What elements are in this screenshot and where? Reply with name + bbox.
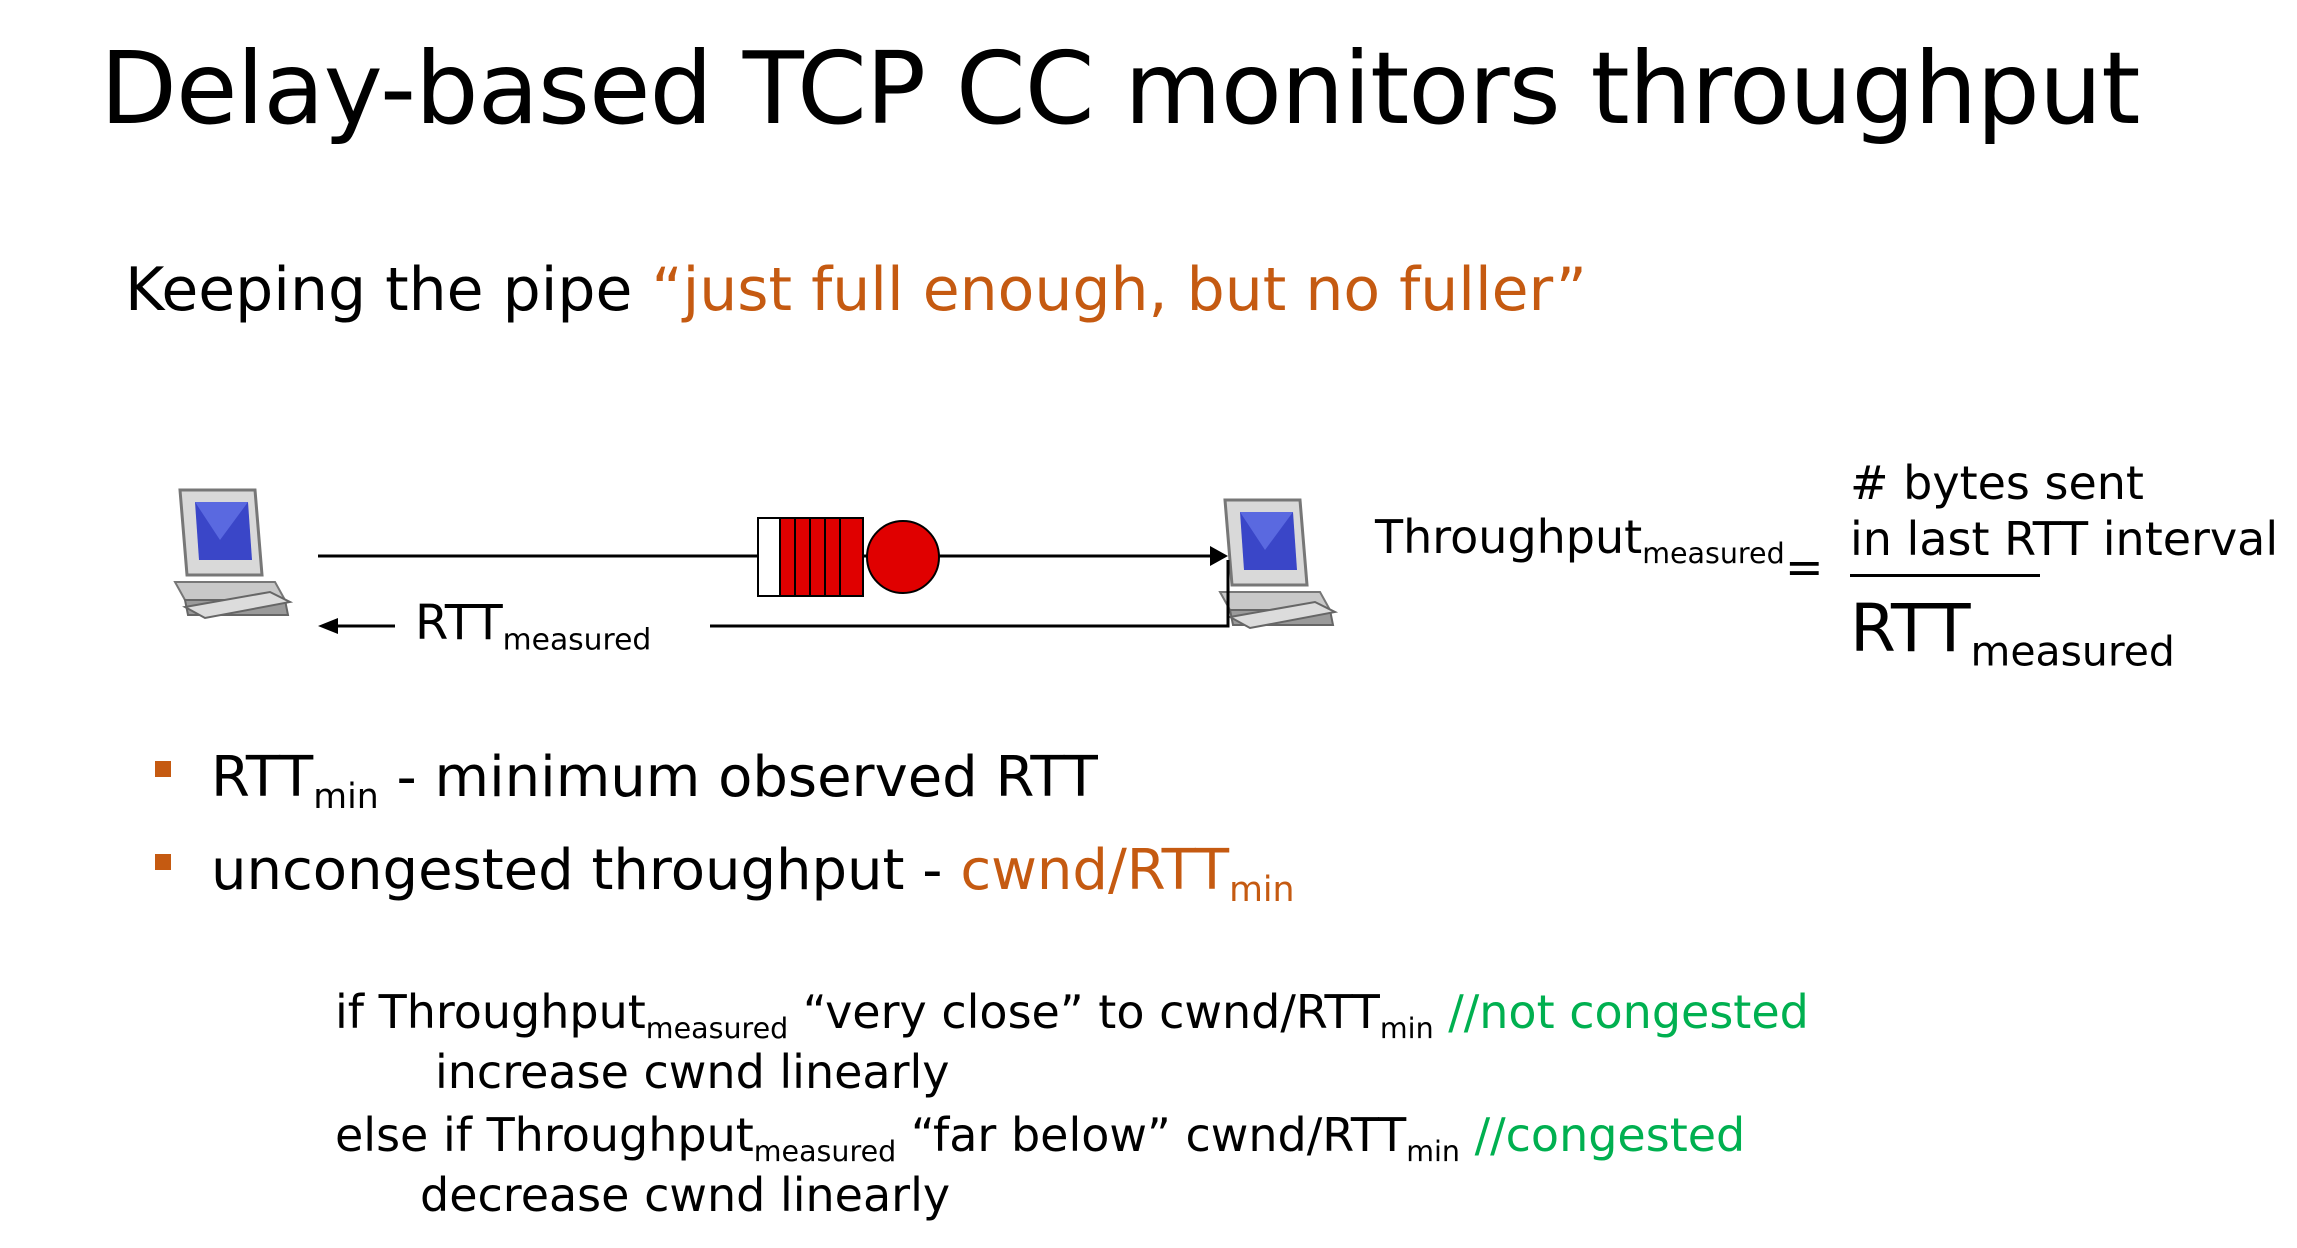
code-l3-sub: measured bbox=[753, 1134, 897, 1168]
bullet-marker bbox=[155, 853, 171, 870]
denominator-sub: measured bbox=[1970, 627, 2175, 676]
bullet1-base: RTT bbox=[211, 745, 314, 810]
throughput-base: Throughput bbox=[1375, 510, 1643, 564]
code-l3-sub2: min bbox=[1406, 1134, 1461, 1168]
pseudocode-line-4: decrease cwnd linearly bbox=[420, 1168, 951, 1222]
fraction-bar bbox=[1850, 574, 2040, 577]
bullet-rtt-min: RTTmin - minimum observed RTT bbox=[155, 745, 1098, 815]
code-l1-sub2: min bbox=[1379, 1011, 1434, 1045]
pseudocode-line-2: increase cwnd linearly bbox=[435, 1045, 950, 1099]
rtt-base: RTT bbox=[415, 595, 503, 651]
slide-subtitle: Keeping the pipe “just full enough, but … bbox=[125, 255, 1587, 325]
bullet1-sub: min bbox=[313, 777, 379, 818]
bullet-uncongested-throughput: uncongested throughput - cwnd/RTTmin bbox=[155, 838, 1295, 908]
equals-sign: = bbox=[1785, 540, 1824, 594]
code-l1-sub: measured bbox=[645, 1011, 789, 1045]
subtitle-quote: “just full enough, but no fuller” bbox=[651, 255, 1587, 325]
bullet2-text: uncongested throughput - bbox=[211, 838, 961, 903]
numerator-line1: # bytes sent bbox=[1850, 456, 2144, 510]
rtt-measured-label: RTTmeasured bbox=[415, 595, 651, 655]
slide-title: Delay-based TCP CC monitors throughput bbox=[100, 30, 2140, 147]
subtitle-prefix: Keeping the pipe bbox=[125, 255, 652, 325]
bullet-marker bbox=[155, 760, 171, 777]
forward-arrowhead bbox=[1210, 546, 1228, 566]
numerator-line2: in last RTT interval bbox=[1850, 512, 2279, 566]
code-l1-comment: //not congested bbox=[1448, 985, 1809, 1039]
return-path-line bbox=[710, 560, 1230, 628]
throughput-sub: measured bbox=[1642, 536, 1785, 570]
throughput-label: Throughputmeasured bbox=[1375, 510, 1785, 568]
code-l3-if: else if Throughput bbox=[335, 1108, 754, 1162]
router-queue-icon bbox=[757, 517, 940, 597]
pseudocode-line-3: else if Throughputmeasured “far below” c… bbox=[335, 1108, 1746, 1166]
rtt-sub: measured bbox=[502, 622, 652, 658]
return-arrowhead bbox=[318, 618, 338, 634]
bullet2-orange-sub: min bbox=[1229, 870, 1295, 911]
code-l1-mid: “very close” to cwnd/RTT bbox=[788, 985, 1380, 1039]
code-l3-mid: “far below” cwnd/RTT bbox=[896, 1108, 1407, 1162]
fraction-denominator: RTTmeasured bbox=[1850, 590, 2175, 672]
code-l3-comment: //congested bbox=[1474, 1108, 1746, 1162]
denominator-base: RTT bbox=[1850, 590, 1971, 667]
bullet1-text: - minimum observed RTT bbox=[378, 745, 1098, 810]
bullet2-orange-base: cwnd/RTT bbox=[960, 838, 1230, 903]
receiver-computer-icon bbox=[1218, 498, 1339, 630]
sender-computer-icon bbox=[173, 488, 294, 620]
pseudocode-line-1: if Throughputmeasured “very close” to cw… bbox=[335, 985, 1809, 1043]
code-l1-if: if Throughput bbox=[335, 985, 646, 1039]
